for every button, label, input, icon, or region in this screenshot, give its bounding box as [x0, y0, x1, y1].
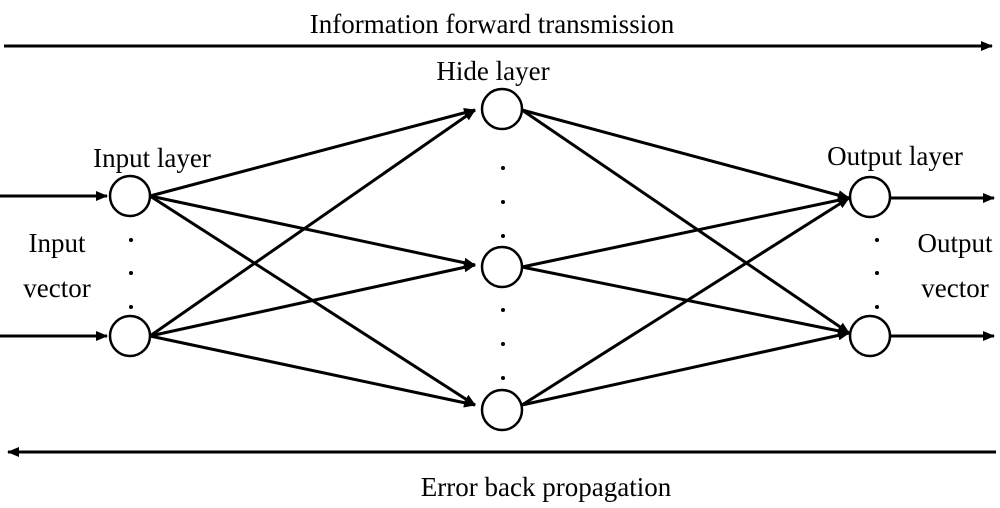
hide-ellipsis-upper: [501, 166, 505, 238]
hide-node-2: [480, 245, 524, 289]
input-ellipsis: [129, 238, 133, 309]
output-node-2: [848, 314, 892, 358]
connection-i1-h1: [149, 107, 476, 198]
connection-i2-h3: [149, 334, 476, 408]
output-vector-label-line2: vector: [921, 273, 988, 303]
output-layer-label: Output layer: [827, 141, 963, 171]
hide-node-1: [480, 87, 524, 131]
connection-h3-o2: [521, 330, 850, 407]
forward-transmission-label: Information forward transmission: [310, 9, 675, 39]
input-vector-label-line2: vector: [23, 273, 90, 303]
input-layer-label: Input layer: [93, 143, 211, 173]
connection-h3-o1: [521, 196, 850, 407]
hide-ellipsis-lower: [501, 308, 505, 380]
hide-layer-label: Hide layer: [436, 56, 549, 86]
connection-i2-h1: [149, 108, 476, 338]
output-node-1: [848, 175, 892, 219]
output-vector-label-line1: Output: [917, 228, 993, 258]
input-node-2: [108, 314, 152, 358]
connection-i1-h2: [149, 194, 476, 268]
hide-node-3: [480, 388, 524, 432]
input-vector-label-line1: Input: [29, 228, 86, 258]
output-ellipsis: [875, 238, 879, 309]
connection-h1-o1: [521, 108, 850, 200]
connection-h2-o1: [521, 195, 850, 269]
input-node-1: [108, 174, 152, 218]
back-propagation-label: Error back propagation: [421, 472, 672, 502]
connection-i2-h2: [149, 262, 476, 338]
connection-h1-o2: [521, 108, 850, 335]
